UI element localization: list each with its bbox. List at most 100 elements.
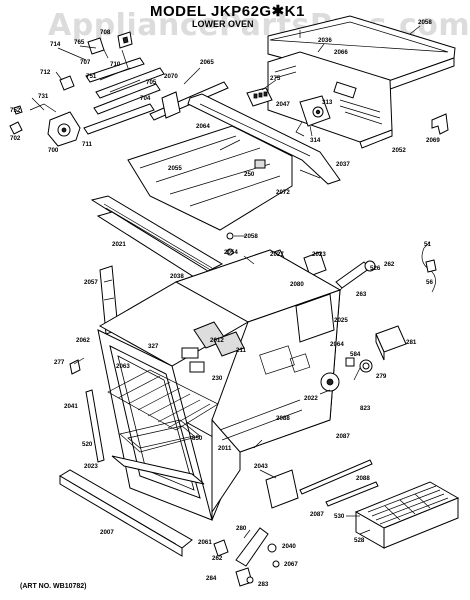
callout-230: 230 <box>212 375 223 382</box>
callout-2072: 2072 <box>276 189 290 196</box>
callout-2058b: 2058 <box>244 233 258 240</box>
part-2041-hinge <box>85 389 105 463</box>
callout-2080: 2080 <box>290 281 304 288</box>
callout-277: 277 <box>54 359 65 366</box>
callout-2088: 2088 <box>276 415 290 422</box>
callout-51: 51 <box>424 241 431 248</box>
callout-2087: 2087 <box>336 433 350 440</box>
callout-2064b: 2064 <box>330 341 344 348</box>
part-2021-front-trim <box>90 195 224 283</box>
callout-2061: 2061 <box>198 539 212 546</box>
callout-530: 530 <box>334 513 345 520</box>
callout-56: 56 <box>426 279 433 286</box>
callout-752: 752 <box>10 107 21 114</box>
callout-2036: 2036 <box>318 37 332 44</box>
callout-2070: 2070 <box>164 73 178 80</box>
callout-2055: 2055 <box>168 165 182 172</box>
callout-708: 708 <box>100 29 111 36</box>
part-277-clip <box>69 359 81 375</box>
callout-labels: 714 765 708 707 710 712 751 705 2070 206… <box>10 19 440 588</box>
part-708-latch <box>87 31 133 55</box>
callout-2062: 2062 <box>76 337 90 344</box>
callout-2088b: 2088 <box>356 475 370 482</box>
part-2023-bottom-drawer-trim <box>111 455 205 485</box>
callout-280: 280 <box>236 525 247 532</box>
callout-314: 314 <box>310 137 321 144</box>
callout-765: 765 <box>74 39 85 46</box>
callout-2027: 2027 <box>270 251 284 258</box>
bake-element <box>119 419 201 453</box>
callout-707: 707 <box>80 59 91 66</box>
callout-2069: 2069 <box>426 137 440 144</box>
callout-2023b: 2023 <box>84 463 98 470</box>
callout-284: 284 <box>206 575 217 582</box>
callout-2038: 2038 <box>170 273 184 280</box>
leader-lines <box>31 25 431 539</box>
callout-2063: 2063 <box>116 363 130 370</box>
callout-823: 823 <box>360 405 371 412</box>
callout-712: 712 <box>40 69 51 76</box>
callout-2067: 2067 <box>284 561 298 568</box>
callout-700: 700 <box>48 147 59 154</box>
part-2054-vent <box>226 232 234 256</box>
callout-2025: 2025 <box>334 317 348 324</box>
part-2061-hinge-assembly <box>213 527 280 587</box>
callout-850: 850 <box>192 435 203 442</box>
callout-731: 731 <box>38 93 49 100</box>
callout-528: 528 <box>354 537 365 544</box>
callout-211: 211 <box>236 347 247 354</box>
callout-2066: 2066 <box>334 49 348 56</box>
callout-2054: 2054 <box>224 249 238 256</box>
callout-2065: 2065 <box>200 59 214 66</box>
part-712-bracket <box>59 75 75 91</box>
part-2043-bracket <box>265 469 299 509</box>
part-2055-insulation <box>127 125 293 231</box>
part-2025-side <box>295 293 335 343</box>
part-51-wire-harness <box>421 247 437 293</box>
callout-262b: 262 <box>212 555 223 562</box>
art-number: (ART NO. WB10782) <box>20 583 87 590</box>
part-710-latch-rail <box>83 57 165 135</box>
callout-2087b: 2087 <box>310 511 324 518</box>
callout-281: 281 <box>406 339 417 346</box>
part-313-switch <box>295 95 331 137</box>
callout-2058: 2058 <box>418 19 432 26</box>
part-2012-oven-cavity <box>97 249 342 521</box>
part-528-broiler-pan <box>354 481 460 549</box>
callout-2007: 2007 <box>100 529 114 536</box>
callout-2047: 2047 <box>276 101 290 108</box>
callout-262: 262 <box>384 261 395 268</box>
oven-rack <box>107 369 219 431</box>
part-2088-drawer-slide <box>299 459 379 507</box>
callout-2011: 2011 <box>218 445 232 452</box>
part-279-light <box>359 359 373 373</box>
callout-279: 279 <box>376 373 387 380</box>
callout-327: 327 <box>148 343 159 350</box>
part-2007-toe-kick <box>59 469 193 557</box>
callout-526: 526 <box>370 265 381 272</box>
part-2064-front-rail <box>187 93 341 185</box>
callout-283: 283 <box>258 581 269 588</box>
diagram-subtitle: LOWER OVEN <box>192 19 254 29</box>
part-702-knob <box>9 105 23 135</box>
callout-584: 584 <box>350 351 361 358</box>
callout-2057: 2057 <box>84 279 98 286</box>
callout-711: 711 <box>82 141 93 148</box>
part-2052-back-panel <box>267 51 393 149</box>
callout-2021: 2021 <box>112 241 126 248</box>
callout-702: 702 <box>10 135 21 142</box>
callout-2043: 2043 <box>254 463 268 470</box>
part-281-fan-motor <box>375 325 407 361</box>
part-700-lock-motor <box>29 103 81 147</box>
callout-751: 751 <box>86 73 97 80</box>
callout-2064: 2064 <box>196 123 210 130</box>
diagram-title: MODEL JKP62G✱K1 <box>150 3 305 20</box>
callout-2040: 2040 <box>282 543 296 550</box>
callout-705: 705 <box>146 79 157 86</box>
callout-2041: 2041 <box>64 403 78 410</box>
callout-2023: 2023 <box>312 251 326 258</box>
callout-275: 275 <box>270 75 281 82</box>
callout-714: 714 <box>50 41 61 48</box>
